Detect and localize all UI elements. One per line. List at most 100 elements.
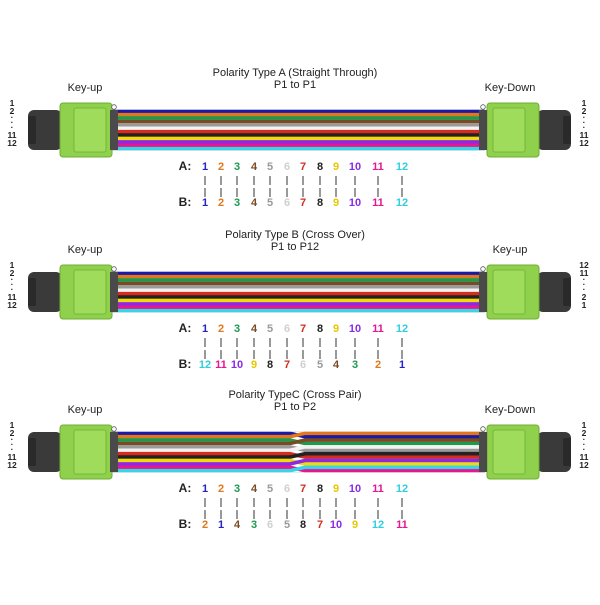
a-fiber-number: 10 <box>349 323 361 335</box>
a-fiber-number: 3 <box>234 161 240 173</box>
b-fiber-number: 12 <box>396 197 408 209</box>
left-housing-inner <box>73 269 107 315</box>
b-fiber-number: 10 <box>349 197 361 209</box>
a-fiber-number: 5 <box>267 483 273 495</box>
b-fiber-number: 2 <box>375 359 381 371</box>
left-fiber-number: · <box>11 284 14 294</box>
right-boot-ridge <box>563 438 571 466</box>
left-fiber-number: · <box>11 439 14 449</box>
a-fiber-number: 1 <box>202 323 208 335</box>
left-fiber-number: 2 <box>10 428 15 438</box>
left-connector <box>28 424 118 480</box>
a-fiber-number: 2 <box>218 483 224 495</box>
a-fiber-number: 5 <box>267 161 273 173</box>
panel-subtitle: P1 to P2 <box>274 401 316 413</box>
left-housing-inner <box>73 107 107 153</box>
a-fiber-number: 3 <box>234 323 240 335</box>
row-b-label: B: <box>179 357 192 371</box>
right-connector-boot <box>537 110 571 150</box>
fiber-line <box>110 445 485 453</box>
panel-subtitle: P1 to P12 <box>271 241 319 253</box>
b-fiber-number: 9 <box>333 197 339 209</box>
left-pin-marker <box>111 426 117 432</box>
a-fiber-number: 4 <box>251 161 258 173</box>
left-fiber-number: · <box>11 434 14 444</box>
left-connector-boot <box>28 110 62 150</box>
a-fiber-number: 6 <box>284 323 290 335</box>
a-fiber-number: 4 <box>251 323 258 335</box>
right-fiber-number: 11 <box>580 452 589 462</box>
b-fiber-number: 9 <box>352 519 358 531</box>
b-fiber-number: 11 <box>396 519 408 531</box>
left-fiber-number: · <box>11 274 14 284</box>
b-fiber-number: 1 <box>202 197 208 209</box>
fiber-line <box>110 431 485 439</box>
a-fiber-number: 6 <box>284 161 290 173</box>
polarity-panel: Polarity Type B (Cross Over)P1 to P12Key… <box>7 229 589 371</box>
a-fiber-number: 4 <box>251 483 258 495</box>
right-key-label: Key-up <box>493 244 528 256</box>
right-boot-ridge <box>563 116 571 144</box>
a-fiber-number: 9 <box>333 323 339 335</box>
b-fiber-number: 5 <box>317 359 323 371</box>
a-fiber-number: 12 <box>396 323 408 335</box>
b-fiber-number: 4 <box>333 359 340 371</box>
left-fiber-number: 12 <box>7 460 17 470</box>
right-fiber-number: 2 <box>582 106 587 116</box>
row-b-label: B: <box>179 517 192 531</box>
left-fiber-number: 11 <box>8 130 17 140</box>
a-fiber-number: 7 <box>300 323 306 335</box>
panel-title: Polarity TypeC (Cross Pair) <box>228 389 361 401</box>
left-fiber-number: 12 <box>7 300 17 310</box>
left-fiber-number: 1 <box>10 260 15 270</box>
row-a-label: A: <box>179 159 192 173</box>
b-fiber-number: 7 <box>284 359 290 371</box>
right-connector <box>479 102 571 158</box>
right-fiber-number: · <box>583 122 586 132</box>
left-key-label: Key-up <box>68 82 103 94</box>
right-connector <box>479 264 571 320</box>
right-housing-inner <box>492 429 526 475</box>
a-fiber-number: 1 <box>202 483 208 495</box>
a-fiber-number: 11 <box>372 483 384 495</box>
b-fiber-number: 3 <box>352 359 358 371</box>
row-b-label: B: <box>179 195 192 209</box>
fiber-line <box>110 438 485 446</box>
a-fiber-number: 8 <box>317 323 323 335</box>
left-fiber-number: 11 <box>8 292 17 302</box>
a-fiber-number: 2 <box>218 161 224 173</box>
right-fiber-number: 12 <box>579 138 589 148</box>
right-fiber-number: 1 <box>582 300 587 310</box>
left-fiber-number: · <box>11 112 14 122</box>
left-fiber-number: 1 <box>10 420 15 430</box>
b-fiber-number: 6 <box>300 359 306 371</box>
b-fiber-number: 9 <box>251 359 257 371</box>
right-pin-marker <box>480 266 486 272</box>
right-boot-ridge <box>563 278 571 306</box>
fiber-line <box>110 451 485 459</box>
a-fiber-number: 10 <box>349 161 361 173</box>
a-fiber-number: 8 <box>317 483 323 495</box>
left-key-label: Key-up <box>68 404 103 416</box>
left-fiber-number: · <box>11 122 14 132</box>
b-fiber-number: 2 <box>202 519 208 531</box>
b-fiber-number: 12 <box>372 519 384 531</box>
left-connector <box>28 264 118 320</box>
right-fiber-number: 2 <box>582 292 587 302</box>
right-fiber-number: 2 <box>582 428 587 438</box>
panel-title: Polarity Type A (Straight Through) <box>213 67 378 79</box>
right-fiber-number: 12 <box>579 260 589 270</box>
b-fiber-number: 4 <box>234 519 241 531</box>
right-ferrule <box>479 432 487 472</box>
b-fiber-number: 5 <box>267 197 273 209</box>
b-fiber-number: 11 <box>372 197 384 209</box>
right-fiber-number: · <box>583 112 586 122</box>
left-ferrule <box>110 110 118 150</box>
b-fiber-number: 5 <box>284 519 290 531</box>
right-fiber-number: · <box>583 279 586 289</box>
b-fiber-number: 11 <box>215 359 227 371</box>
b-fiber-number: 1 <box>218 519 224 531</box>
row-a-label: A: <box>179 481 192 495</box>
b-fiber-number: 8 <box>267 359 273 371</box>
a-fiber-number: 11 <box>372 323 384 335</box>
